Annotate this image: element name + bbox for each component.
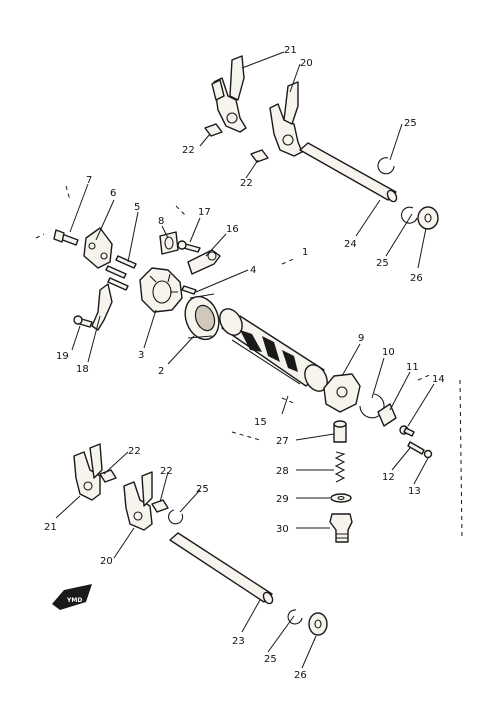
callout-17: 17 bbox=[198, 207, 211, 218]
bearing-2 bbox=[184, 293, 220, 341]
plate-11 bbox=[377, 403, 397, 427]
callout-26-upper: 26 bbox=[410, 273, 423, 284]
callout-6: 6 bbox=[110, 188, 116, 199]
callout-9: 9 bbox=[358, 333, 364, 344]
upper-shift-shaft-24 bbox=[299, 142, 398, 203]
upper-shift-fork-21 bbox=[211, 55, 247, 133]
stopper-lever-16 bbox=[187, 249, 221, 275]
bolt-19 bbox=[73, 315, 93, 328]
callout-labels: 21 20 25 22 22 24 25 26 7 6 5 8 17 16 1 … bbox=[44, 45, 445, 681]
callout-25-lower-b: 25 bbox=[264, 654, 277, 665]
shift-cam-15 bbox=[219, 308, 328, 392]
stopper-spring-18 bbox=[91, 283, 113, 331]
callout-23: 23 bbox=[232, 636, 245, 647]
callout-8: 8 bbox=[158, 216, 164, 227]
callout-15: 15 bbox=[254, 417, 267, 428]
callout-13: 13 bbox=[408, 486, 421, 497]
plate-6 bbox=[83, 227, 113, 269]
callout-26-lower: 26 bbox=[294, 670, 307, 681]
lower-circlip-25b bbox=[287, 609, 303, 625]
callout-22-lower-a: 22 bbox=[128, 446, 141, 457]
plunger-27 bbox=[333, 420, 347, 443]
callout-7: 7 bbox=[86, 175, 92, 186]
callout-25-upper-b: 25 bbox=[376, 258, 389, 269]
callout-4: 4 bbox=[250, 265, 256, 276]
bolt-17 bbox=[177, 240, 201, 253]
bolt-7 bbox=[53, 229, 79, 246]
lower-shift-fork-20 bbox=[123, 471, 153, 531]
upper-shift-fork-20 bbox=[269, 81, 303, 157]
upper-circlip-25b bbox=[400, 206, 418, 224]
callout-10: 10 bbox=[382, 347, 395, 358]
screw-13 bbox=[423, 449, 433, 459]
callout-14: 14 bbox=[432, 374, 445, 385]
lower-washer-26 bbox=[308, 612, 328, 636]
lower-circlip-25a bbox=[168, 509, 184, 525]
upper-washer-26 bbox=[417, 206, 439, 230]
callout-11: 11 bbox=[406, 362, 419, 373]
callout-20-upper: 20 bbox=[300, 58, 313, 69]
callout-20-lower: 20 bbox=[100, 556, 113, 567]
pin-12 bbox=[407, 441, 425, 455]
callout-18: 18 bbox=[76, 364, 89, 375]
callout-5: 5 bbox=[134, 202, 140, 213]
callout-28: 28 bbox=[276, 466, 289, 477]
bolt-30 bbox=[329, 513, 353, 543]
callout-12: 12 bbox=[382, 472, 395, 483]
front-direction-icon: YMD bbox=[52, 584, 92, 610]
lower-guide-pin-22b bbox=[151, 499, 169, 513]
callout-21-lower: 21 bbox=[44, 522, 57, 533]
lower-shift-shaft-23 bbox=[169, 532, 274, 605]
callout-24: 24 bbox=[344, 239, 357, 250]
callout-30: 30 bbox=[276, 524, 289, 535]
leader-lines bbox=[55, 51, 435, 669]
callout-25-upper-a: 25 bbox=[404, 118, 417, 129]
dowel-pins-5 bbox=[105, 255, 137, 291]
callout-19: 19 bbox=[56, 351, 69, 362]
gasket-29 bbox=[330, 493, 352, 503]
spring-28 bbox=[334, 451, 346, 483]
callout-22-lower-b: 22 bbox=[160, 466, 173, 477]
front-icon-badge: YMD bbox=[66, 597, 82, 604]
lower-shift-fork-21 bbox=[73, 443, 103, 501]
callout-27: 27 bbox=[276, 436, 289, 447]
callout-29: 29 bbox=[276, 494, 289, 505]
callout-22-upper-a: 22 bbox=[182, 145, 195, 156]
upper-guide-pin-22b bbox=[250, 149, 269, 163]
callout-2: 2 bbox=[158, 366, 164, 377]
segment-3 bbox=[139, 267, 183, 313]
collar-8 bbox=[159, 231, 179, 255]
assembly-guide-lines bbox=[35, 185, 463, 541]
callout-3: 3 bbox=[138, 350, 144, 361]
callout-16: 16 bbox=[226, 224, 239, 235]
upper-circlip-25a bbox=[377, 157, 395, 175]
pin-4 bbox=[181, 285, 197, 295]
callout-22-upper-b: 22 bbox=[240, 178, 253, 189]
callout-1: 1 bbox=[302, 247, 308, 258]
upper-guide-pin-22a bbox=[204, 123, 223, 137]
drum-plate-9 bbox=[323, 373, 361, 413]
screw-14 bbox=[399, 425, 415, 437]
callout-25-lower-a: 25 bbox=[196, 484, 209, 495]
callout-21-upper: 21 bbox=[284, 45, 297, 56]
lower-guide-pin-22a bbox=[99, 469, 117, 483]
